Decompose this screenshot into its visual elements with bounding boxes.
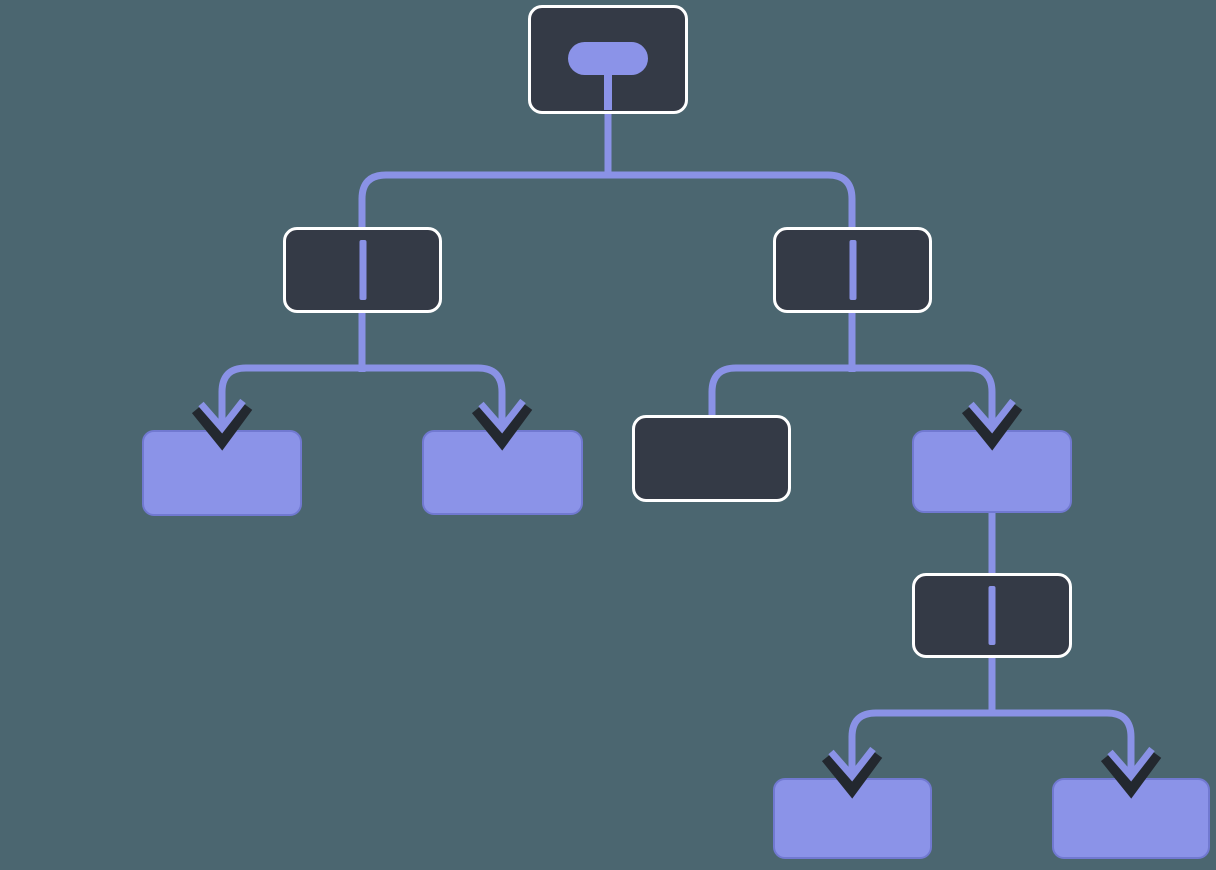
connector-left-rail	[218, 364, 506, 404]
arrowhead	[968, 398, 1016, 434]
root-pill-stem-icon	[604, 66, 612, 110]
connector-bottom-rail	[848, 709, 1135, 750]
chevron-backdrop-icon	[821, 750, 883, 799]
chevron-backdrop-icon	[961, 402, 1023, 451]
node-leaf-bottom-2	[1052, 778, 1210, 859]
arrowhead	[198, 398, 246, 434]
arrow-down-icon	[961, 392, 1023, 451]
node-branch-left	[283, 227, 442, 313]
node-branch-bottom	[912, 573, 1072, 658]
node-leaf-right	[912, 430, 1072, 513]
node-root	[528, 5, 688, 114]
chevron-backdrop-icon	[1100, 750, 1162, 799]
arrow-down-icon	[191, 392, 253, 451]
arrow-down-icon	[471, 392, 533, 451]
pass-through-line-icon	[849, 240, 856, 300]
arrowhead	[478, 398, 526, 434]
node-branch-right	[773, 227, 932, 313]
connector-right-rail	[708, 364, 996, 418]
pass-through-line-icon	[988, 586, 996, 645]
arrowhead	[1107, 746, 1155, 782]
root-pill-icon	[568, 42, 648, 75]
chevron-backdrop-icon	[191, 402, 253, 451]
node-mid-dark	[632, 415, 791, 502]
arrow-down-icon	[821, 740, 883, 799]
pass-through-line-icon	[359, 240, 366, 300]
chevron-backdrop-icon	[471, 402, 533, 451]
arrow-down-icon	[1100, 740, 1162, 799]
arrowhead	[828, 746, 876, 782]
connector-top-rail	[358, 171, 856, 231]
